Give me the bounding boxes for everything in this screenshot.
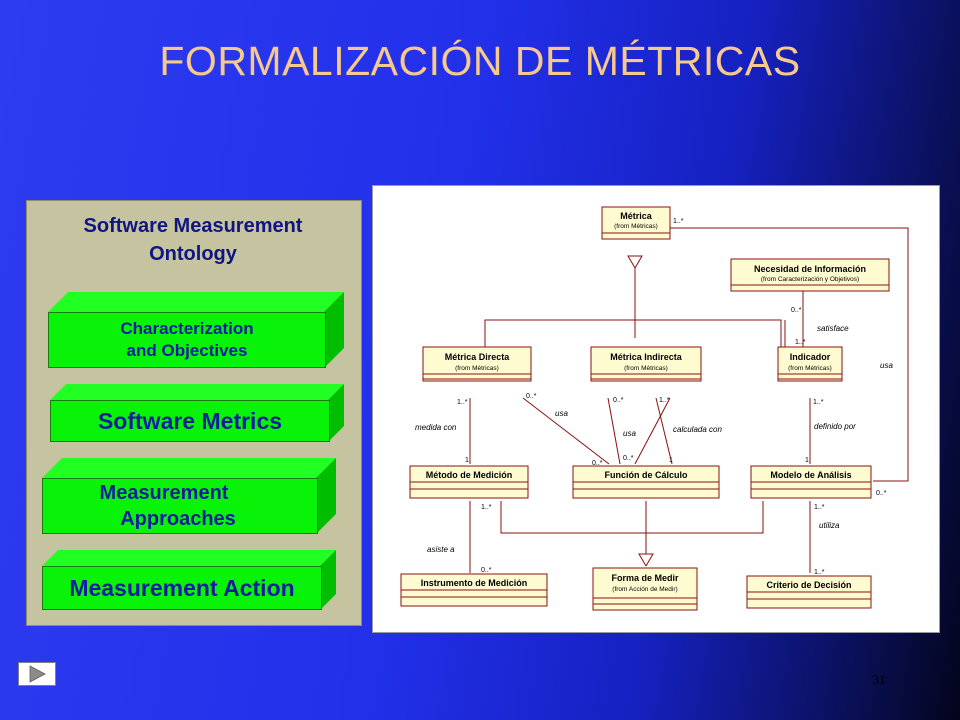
svg-text:0..*: 0..*: [876, 490, 887, 497]
svg-text:1..*: 1..*: [457, 399, 468, 406]
svg-text:medida con: medida con: [415, 423, 457, 432]
svg-text:definido por: definido por: [814, 422, 856, 431]
svg-text:1..*: 1..*: [814, 504, 825, 511]
svg-text:0..*: 0..*: [592, 460, 603, 467]
svg-text:0..*: 0..*: [613, 397, 624, 404]
ontology-title: Software Measurement Ontology: [26, 212, 360, 268]
svg-text:0..*: 0..*: [791, 307, 802, 314]
svg-text:Modelo de Análisis: Modelo de Análisis: [770, 470, 851, 480]
uml-diagram: .box { fill:#fffbd0; stroke:#8a1010; str…: [400, 206, 909, 611]
svg-text:usa: usa: [555, 409, 568, 418]
svg-text:Instrumento de Medición: Instrumento de Medición: [421, 578, 528, 588]
svg-text:0..*: 0..*: [623, 455, 634, 462]
svg-text:1..*: 1..*: [481, 504, 492, 511]
svg-text:Criterio de Decisión: Criterio de Decisión: [766, 580, 851, 590]
ontology-box-label: Measurement: [99, 482, 229, 504]
svg-text:utiliza: utiliza: [819, 521, 840, 530]
svg-text:1: 1: [669, 457, 673, 464]
svg-text:1..*: 1..*: [813, 399, 824, 406]
ontology-box-label: Software Metrics: [97, 407, 283, 434]
uml-role-labels: satisface usa medida con usa usa calcula…: [415, 324, 893, 554]
svg-text:Forma de Medir: Forma de Medir: [611, 573, 679, 583]
svg-text:Necesidad de Información: Necesidad de Información: [754, 264, 866, 274]
uml-class-metrica: Métrica (from Métricas): [601, 206, 671, 240]
ontology-title-line1: Software Measurement: [83, 215, 303, 237]
svg-text:1..*: 1..*: [814, 569, 825, 576]
uml-class-metodo: Método de Medición: [409, 465, 529, 499]
ontology-box-label: Approaches: [120, 508, 236, 530]
svg-text:Métrica Directa: Métrica Directa: [445, 352, 511, 362]
next-slide-button[interactable]: [18, 662, 56, 686]
svg-text:Método de Medición: Método de Medición: [426, 470, 513, 480]
arrow-right-icon: [29, 665, 46, 683]
page-number: 31: [872, 673, 886, 688]
svg-text:0..*: 0..*: [526, 393, 537, 400]
svg-text:Indicador: Indicador: [790, 352, 831, 362]
svg-text:(from Caracterización y Objeti: (from Caracterización y Objetivos): [761, 276, 859, 283]
svg-text:(from Acción de Medir): (from Acción de Medir): [612, 586, 677, 593]
ontology-box-label: Measurement Action: [69, 574, 295, 601]
svg-text:Función de Cálculo: Función de Cálculo: [604, 470, 688, 480]
svg-text:(from Métricas): (from Métricas): [624, 365, 668, 372]
svg-text:satisface: satisface: [817, 324, 849, 333]
svg-text:calculada con: calculada con: [673, 425, 722, 434]
uml-class-necesidad: Necesidad de Información (from Caracteri…: [730, 258, 890, 292]
ontology-box-label: and Objectives: [126, 341, 248, 360]
uml-multiplicities: 1..* 0..* 1..* 1..* 0..* 0..* 1..* 1..* …: [457, 218, 887, 576]
svg-text:asiste a: asiste a: [427, 545, 455, 554]
uml-class-indirecta: Métrica Indirecta (from Métricas): [590, 346, 702, 382]
svg-text:0..*: 0..*: [481, 567, 492, 574]
uml-diagram-panel: .box { fill:#fffbd0; stroke:#8a1010; str…: [372, 185, 940, 633]
svg-text:1: 1: [465, 457, 469, 464]
uml-associations: [469, 227, 909, 573]
svg-text:(from Métricas): (from Métricas): [614, 223, 658, 230]
ontology-title-line2: Ontology: [149, 243, 237, 265]
uml-class-modelo: Modelo de Análisis: [750, 465, 872, 499]
uml-class-indicador: Indicador (from Métricas): [777, 346, 843, 382]
svg-text:(from Métricas): (from Métricas): [788, 365, 832, 372]
uml-class-funcion: Función de Cálculo: [572, 465, 720, 499]
slide-title: FORMALIZACIÓN DE MÉTRICAS: [159, 38, 801, 84]
svg-text:usa: usa: [880, 361, 893, 370]
svg-text:usa: usa: [623, 429, 636, 438]
ontology-box-label: Characterization: [120, 319, 254, 338]
svg-text:1..*: 1..*: [659, 397, 670, 404]
svg-text:1..*: 1..*: [795, 339, 806, 346]
uml-class-criterio: Criterio de Decisión: [746, 575, 872, 609]
svg-text:1..*: 1..*: [673, 218, 684, 225]
svg-text:Métrica: Métrica: [620, 211, 653, 221]
uml-class-instrumento: Instrumento de Medición: [400, 573, 548, 607]
svg-text:(from Métricas): (from Métricas): [455, 365, 499, 372]
svg-text:Métrica Indirecta: Métrica Indirecta: [610, 352, 683, 362]
svg-text:1: 1: [805, 457, 809, 464]
uml-class-directa: Métrica Directa (from Métricas): [422, 346, 532, 382]
uml-class-forma: Forma de Medir (from Acción de Medir): [592, 567, 698, 611]
